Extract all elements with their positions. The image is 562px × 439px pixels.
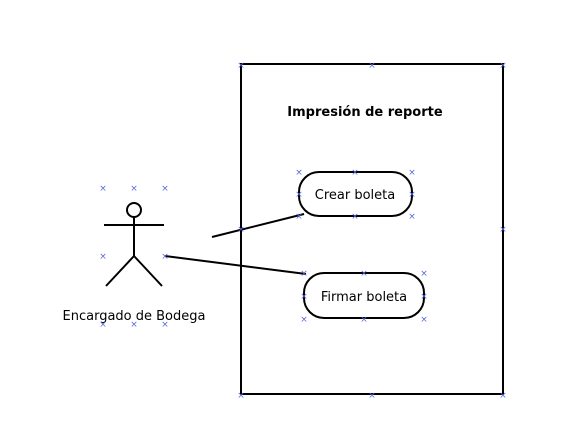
selection-handle: × [351, 168, 359, 178]
selection-handle: × [237, 391, 245, 401]
selection-handle: × [161, 184, 169, 194]
association-line-crear-boleta[interactable] [211, 213, 305, 238]
selection-handles: × × × × × × × × × × × × × × × × × × × × … [99, 61, 507, 401]
selection-handle: × [360, 269, 368, 279]
selection-handle: × [368, 61, 376, 71]
use-case-label-firmar-boleta: Firmar boleta [321, 290, 407, 305]
selection-handle: × [420, 292, 428, 302]
selection-handle: × [99, 320, 107, 330]
selection-handle: × [130, 184, 138, 194]
selection-handle: × [161, 252, 169, 262]
selection-handle: × [499, 225, 507, 235]
selection-handle: × [300, 315, 308, 325]
use-case-crear-boleta[interactable]: Crear boleta [298, 171, 413, 217]
selection-handle: × [295, 190, 303, 200]
selection-handle: × [368, 391, 376, 401]
selection-handle: × [300, 292, 308, 302]
actor-label: Encargado de Bodega [63, 309, 206, 324]
selection-handle: × [351, 212, 359, 222]
selection-handle: × [99, 252, 107, 262]
selection-handle: × [300, 269, 308, 279]
actor-left-leg [105, 255, 135, 287]
selection-handle: × [360, 315, 368, 325]
actor-right-leg [133, 255, 163, 287]
selection-handle: × [499, 391, 507, 401]
selection-handle: × [237, 61, 245, 71]
system-title: Impresión de reporte [287, 105, 443, 120]
selection-handle: × [295, 212, 303, 222]
selection-handle: × [237, 225, 245, 235]
system-boundary[interactable]: Impresión de reporte [240, 63, 504, 395]
selection-handle: × [408, 212, 416, 222]
use-case-label-crear-boleta: Crear boleta [315, 188, 395, 203]
selection-handle: × [408, 190, 416, 200]
selection-handle: × [130, 320, 138, 330]
selection-handle: × [408, 168, 416, 178]
selection-handle: × [161, 320, 169, 330]
selection-handle: × [499, 61, 507, 71]
selection-handle: × [420, 269, 428, 279]
selection-handle: × [99, 184, 107, 194]
selection-handle: × [295, 168, 303, 178]
association-line-firmar-boleta[interactable] [164, 255, 307, 275]
actor-head [126, 202, 142, 218]
selection-handle: × [420, 315, 428, 325]
use-case-firmar-boleta[interactable]: Firmar boleta [303, 272, 425, 319]
actor-stick-figure[interactable] [104, 202, 164, 287]
